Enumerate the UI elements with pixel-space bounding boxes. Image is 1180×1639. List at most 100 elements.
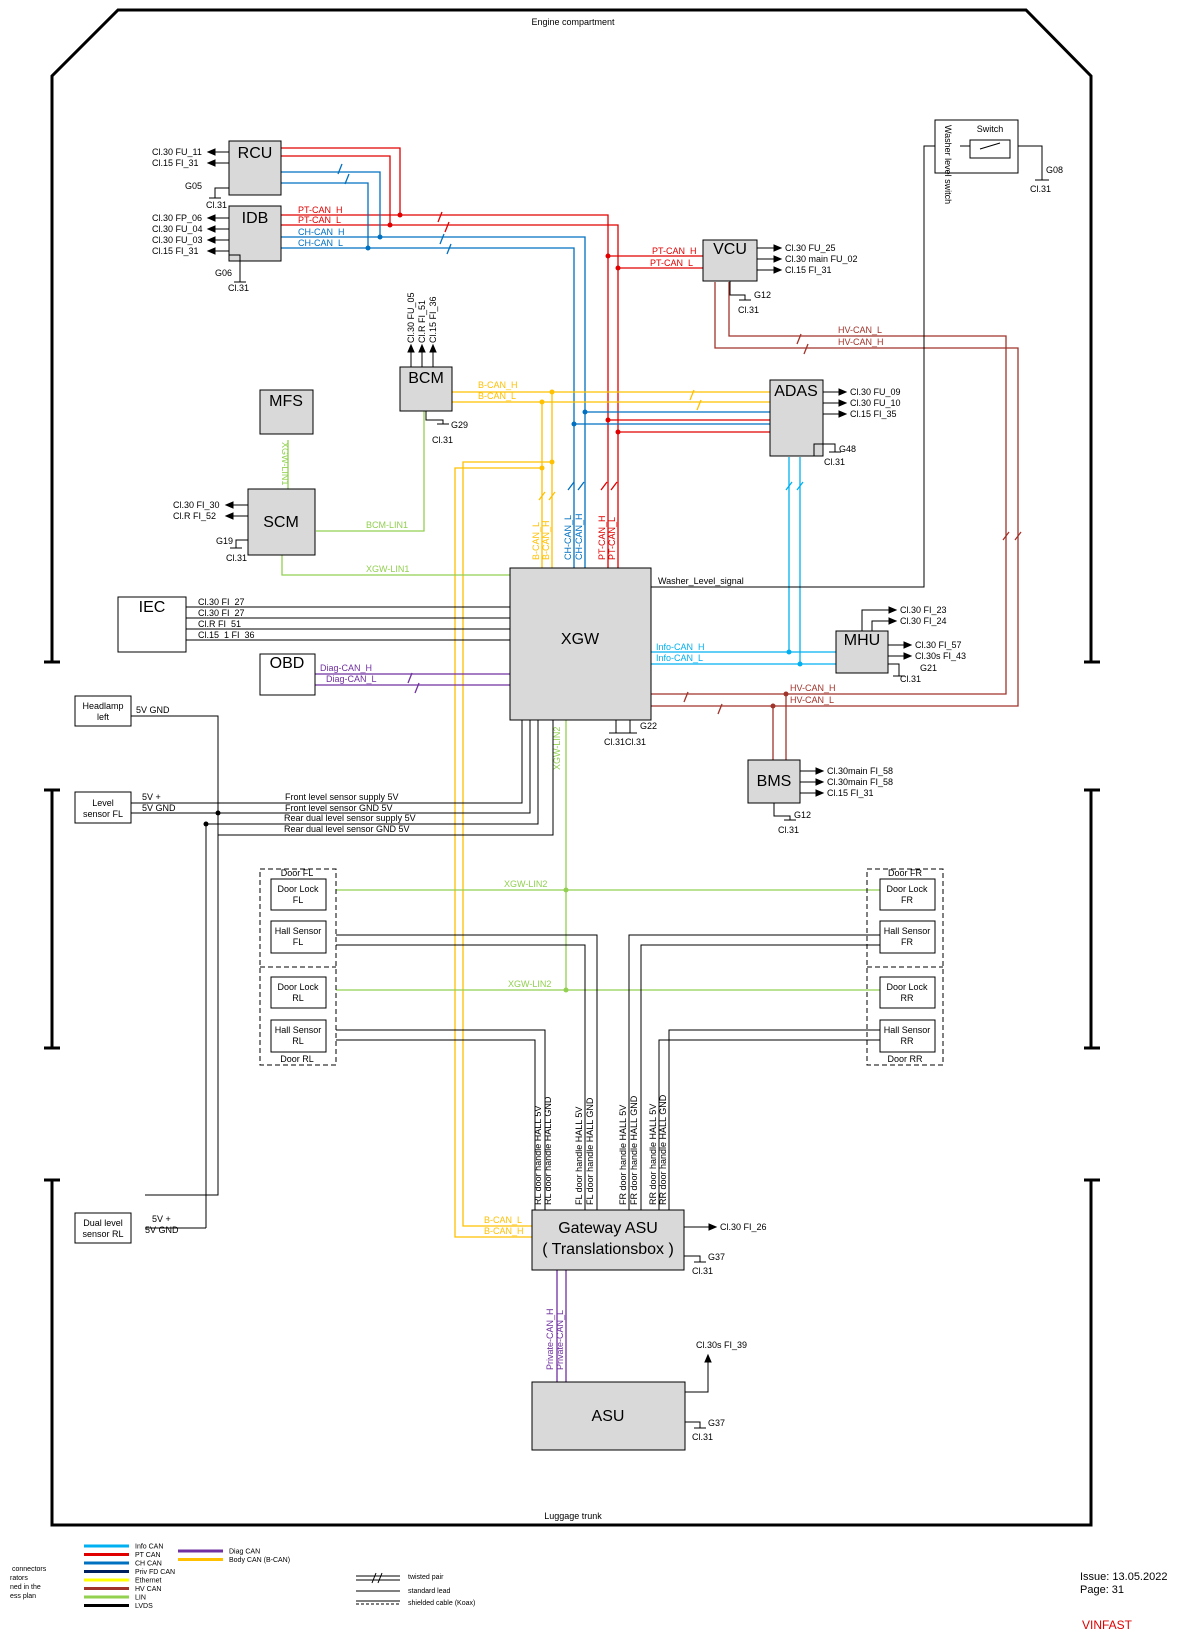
asu-power: Cl.30s FI_39 bbox=[696, 1340, 747, 1350]
idb-power-1: Cl.30 FP_06 bbox=[152, 213, 202, 223]
hall-sensor-rr-label-2: RR bbox=[901, 1036, 914, 1046]
legend-label: LVDS bbox=[135, 1603, 153, 1610]
page-number: Page: 31 bbox=[1080, 1584, 1124, 1596]
g21-label: G21 bbox=[920, 663, 937, 673]
hall-sensor-rl-label-2: RL bbox=[292, 1036, 304, 1046]
g48-cl31: Cl.31 bbox=[824, 457, 845, 467]
washer-switch-module[interactable]: Washer level switch Switch bbox=[934, 119, 1019, 204]
pt-can-h-xgw: PT-CAN_H bbox=[597, 515, 607, 560]
group-rl-label: Door RL bbox=[280, 1054, 314, 1064]
bms-power-3: Cl.15 FI_31 bbox=[827, 788, 874, 798]
power-labels: Cl.30 FU_11 Cl.15 FI_31 Cl.30 FP_06 Cl.3… bbox=[152, 147, 966, 1350]
obd-module[interactable]: OBD bbox=[259, 653, 316, 696]
hall-sensor-fl-label-1: Hall Sensor bbox=[275, 926, 322, 936]
hall-label-3: FL door handle HALL 5V bbox=[574, 1107, 584, 1205]
private-can-h-label: Private-CAN_H bbox=[545, 1308, 555, 1370]
hv-can-h-bms: HV-CAN_H bbox=[790, 683, 836, 693]
b-can-l-bcm: B-CAN_L bbox=[478, 391, 516, 401]
idb-power-2: Cl.30 FU_04 bbox=[152, 224, 203, 234]
pt-can-h-idb: PT-CAN_H bbox=[298, 205, 343, 215]
scm-label: SCM bbox=[263, 514, 299, 531]
front-gnd-label: Front level sensor GND 5V bbox=[285, 803, 393, 813]
iec-label: IEC bbox=[139, 599, 166, 616]
adas-module[interactable]: ADAS bbox=[769, 379, 824, 457]
asu-label: ASU bbox=[592, 1408, 625, 1425]
bcm-module[interactable]: BCM bbox=[399, 366, 453, 412]
door-lock-fl[interactable]: Door Lock FL bbox=[270, 878, 327, 911]
door-group-fl: Door FL Door RL bbox=[259, 868, 337, 1066]
idb-power-4: Cl.15 FI_31 bbox=[152, 246, 199, 256]
g12-cl31: Cl.31 bbox=[738, 305, 759, 315]
bms-module[interactable]: BMS bbox=[747, 759, 801, 804]
hv-can-bus bbox=[651, 282, 1022, 760]
door-lock-rl-label-1: Door Lock bbox=[277, 982, 319, 992]
legend-twisted-pair: twisted pair bbox=[408, 1574, 444, 1581]
scm-power-2: Cl.R FI_52 bbox=[173, 511, 216, 521]
mhu-module[interactable]: MHU bbox=[835, 630, 889, 674]
gateway-asu-power: Cl.30 FI_26 bbox=[720, 1222, 767, 1232]
idb-module[interactable]: IDB bbox=[228, 205, 282, 262]
g06-cl31: Cl.31 bbox=[228, 283, 249, 293]
legend-label: PT CAN bbox=[135, 1552, 161, 1559]
door-lock-rl[interactable]: Door Lock RL bbox=[270, 976, 327, 1009]
rcu-module[interactable]: RCU bbox=[228, 140, 282, 196]
bcm-power-1: Cl.30 FU_05 bbox=[406, 292, 416, 343]
legend-label: LIN bbox=[135, 1595, 146, 1602]
vcu-module[interactable]: VCU bbox=[702, 239, 758, 282]
luggage-trunk-label: Luggage trunk bbox=[544, 1511, 602, 1521]
legend-note-4: ess plan bbox=[10, 1593, 36, 1600]
rcu-label: RCU bbox=[238, 145, 273, 162]
g08-cl31: Cl.31 bbox=[1030, 184, 1051, 194]
door-lock-rr-label-1: Door Lock bbox=[886, 982, 928, 992]
iec-module[interactable]: IEC bbox=[117, 596, 187, 653]
gateway-asu-module[interactable]: Gateway ASU ( Translationsbox ) bbox=[531, 1209, 685, 1271]
gateway-asu-label: Gateway ASU bbox=[558, 1220, 658, 1237]
private-can-bus bbox=[556, 1270, 567, 1382]
hall-sensor-fr[interactable]: Hall Sensor FR bbox=[879, 920, 936, 954]
legend-label: HV CAN bbox=[135, 1586, 161, 1593]
pt-can-bus bbox=[281, 147, 770, 568]
dual-level-rl-label-1: Dual level bbox=[83, 1218, 123, 1228]
headlamp-left[interactable]: Headlamp left bbox=[74, 695, 132, 727]
xgw-module[interactable]: XGW bbox=[509, 567, 652, 721]
g37b-label: G37 bbox=[708, 1418, 725, 1428]
level-sensor-fl[interactable]: Level sensor FL bbox=[74, 791, 132, 824]
hall-label-5: FR door handle HALL 5V bbox=[618, 1105, 628, 1205]
adas-power-3: Cl.15 FI_35 bbox=[850, 409, 897, 419]
legend-label: Info CAN bbox=[135, 1544, 163, 1551]
washer-signal-label: Washer_Level_signal bbox=[658, 576, 744, 586]
hall-sensor-rr[interactable]: Hall Sensor RR bbox=[879, 1019, 936, 1053]
legend-label: Ethernet bbox=[135, 1578, 162, 1585]
info-can-l-label: Info-CAN_L bbox=[656, 653, 703, 663]
g21-cl31: Cl.31 bbox=[900, 674, 921, 684]
xgw-lin1-label: XGW-LIN1 bbox=[366, 564, 409, 574]
ch-can-l-idb: CH-CAN_L bbox=[298, 238, 343, 248]
scm-power-1: Cl.30 FI_30 bbox=[173, 500, 220, 510]
headlamp-left-label-2: left bbox=[97, 712, 110, 722]
mfs-module[interactable]: MFS bbox=[259, 389, 314, 435]
washer-switch-label: Washer level switch bbox=[943, 125, 953, 204]
iec-signal-3: Cl.R FI_51 bbox=[198, 619, 241, 629]
hall-sensor-fl[interactable]: Hall Sensor FL bbox=[270, 920, 327, 954]
lin-bus bbox=[281, 411, 880, 993]
asu-module[interactable]: ASU bbox=[531, 1381, 686, 1451]
headlamp-5v-gnd: 5V GND bbox=[136, 705, 170, 715]
door-lock-rr[interactable]: Door Lock RR bbox=[879, 976, 936, 1009]
door-group-fr: Door FR Door RR bbox=[866, 868, 944, 1066]
g22-label: G22 bbox=[640, 721, 657, 731]
diag-can-bus bbox=[315, 672, 510, 694]
g29-cl31: Cl.31 bbox=[432, 435, 453, 445]
dual-level-sensor-rl[interactable]: Dual level sensor RL bbox=[74, 1212, 132, 1244]
door-lock-fr[interactable]: Door Lock FR bbox=[879, 878, 936, 911]
scm-module[interactable]: SCM bbox=[247, 488, 316, 556]
hall-sensor-rl[interactable]: Hall Sensor RL bbox=[270, 1019, 327, 1053]
iec-signal-4: Cl.15_1 FI_36 bbox=[198, 630, 255, 640]
pt-can-h-vcu: PT-CAN_H bbox=[652, 246, 697, 256]
legend-shielded-cable: shielded cable (Koax) bbox=[408, 1600, 475, 1607]
legend-label: CH CAN bbox=[135, 1561, 162, 1568]
mhu-power-1: Cl.30 FI_23 bbox=[900, 605, 947, 615]
b-can-bus bbox=[412, 389, 770, 1238]
pt-can-l-vcu: PT-CAN_L bbox=[650, 258, 693, 268]
door-lock-fl-label-2: FL bbox=[293, 895, 304, 905]
group-rr-label: Door RR bbox=[887, 1054, 923, 1064]
